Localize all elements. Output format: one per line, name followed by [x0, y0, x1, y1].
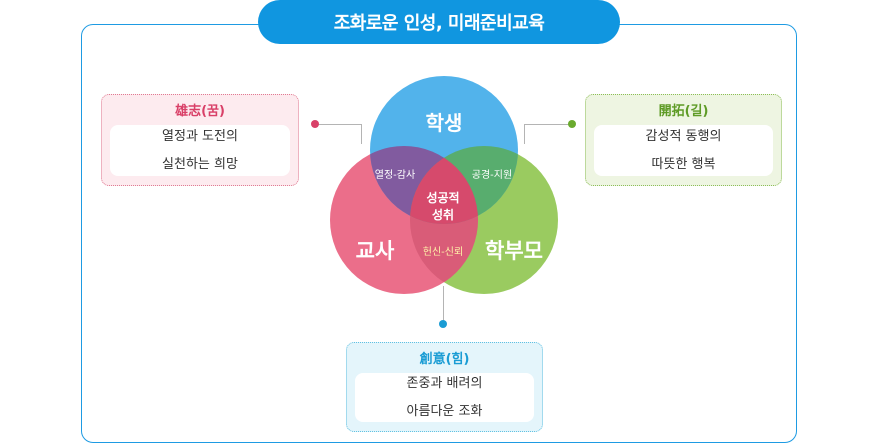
label-teacher-parents: 헌신-신뢰	[423, 246, 463, 258]
box-dream: 雄志(꿈) 열정과 도전의 실천하는 희망	[101, 94, 299, 186]
connector-path-v	[524, 124, 525, 144]
overlap-center	[410, 146, 478, 224]
box-power-heading: 創意(힘)	[419, 352, 470, 367]
page-title: 조화로운 인성, 미래준비교육	[258, 0, 620, 44]
box-power-body: 존중과 배려의 아름다운 조화	[355, 373, 534, 422]
box-path: 開拓(길) 감성적 동행의 따뜻한 행복	[585, 94, 782, 186]
box-dream-line2: 실천하는 희망	[162, 156, 238, 172]
page-title-text: 조화로운 인성, 미래준비교육	[333, 13, 545, 34]
connector-dot-dream	[311, 120, 319, 128]
box-path-heading: 開拓(길)	[658, 104, 709, 119]
box-dream-line1: 열정과 도전의	[162, 128, 238, 144]
box-path-body: 감성적 동행의 따뜻한 행복	[594, 125, 773, 176]
connector-dream-h	[316, 124, 361, 125]
connector-dot-path	[568, 120, 576, 128]
box-dream-heading: 雄志(꿈)	[175, 104, 225, 119]
box-power-line2: 아름다운 조화	[406, 403, 483, 419]
connector-dream-v	[361, 124, 362, 144]
connector-path-h	[524, 124, 572, 125]
label-student-teacher: 열정-감사	[375, 169, 415, 181]
label-parents: 학부모	[485, 239, 543, 263]
label-center-line1: 성공적	[426, 190, 459, 205]
connector-power-v	[443, 286, 444, 322]
box-power-line1: 존중과 배려의	[406, 375, 483, 391]
connector-dot-power	[439, 320, 447, 328]
label-student-parents: 공경-지원	[472, 168, 512, 181]
box-dream-body: 열정과 도전의 실천하는 희망	[110, 125, 290, 176]
box-path-line1: 감성적 동행의	[645, 128, 722, 144]
label-teacher: 교사	[356, 239, 395, 263]
box-path-line2: 따뜻한 행복	[651, 156, 716, 172]
box-power: 創意(힘) 존중과 배려의 아름다운 조화	[346, 342, 543, 432]
label-student: 학생	[426, 111, 463, 135]
label-center-line2: 성취	[432, 207, 454, 222]
